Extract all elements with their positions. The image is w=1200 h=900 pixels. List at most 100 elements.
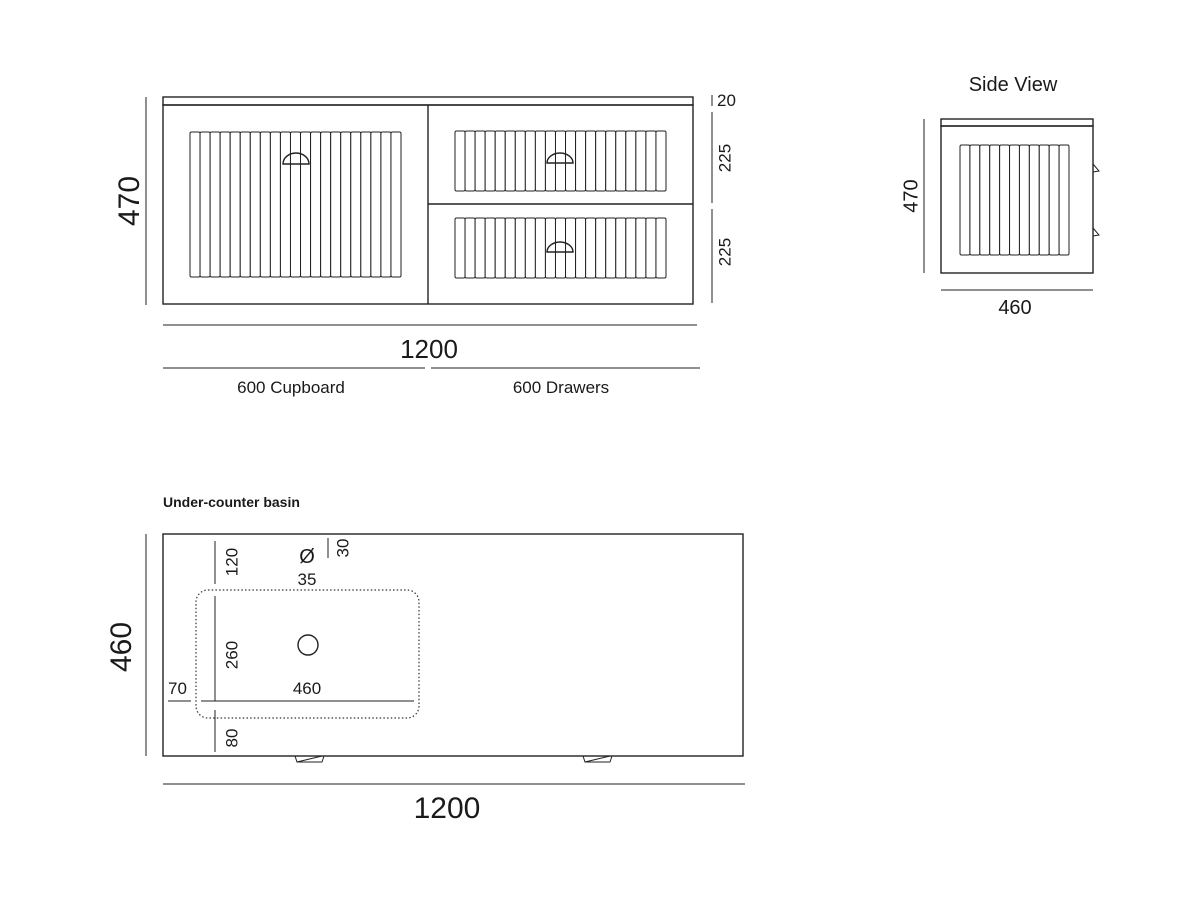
flute-slat — [565, 217, 577, 279]
flute-slat — [635, 130, 647, 192]
side-depth-label: 460 — [998, 297, 1031, 319]
top-thickness-label: 20 — [717, 91, 736, 110]
side-view: Side View 470 460 — [900, 74, 1100, 319]
bowl-width-label: 460 — [293, 679, 321, 698]
flute-slat — [534, 217, 546, 279]
flute-slat — [514, 217, 526, 279]
side-handle-bottom-icon — [1092, 227, 1100, 237]
flute-slat — [565, 130, 577, 192]
side-handle-top-icon — [1092, 163, 1100, 173]
basin-countertop — [162, 533, 744, 757]
flute-slat — [585, 130, 597, 192]
flute-slat — [1009, 144, 1020, 256]
flute-slat — [229, 131, 241, 278]
flute-slat — [360, 131, 372, 278]
flute-slat — [209, 131, 221, 278]
top-drawer-handle-icon — [546, 152, 574, 164]
flute-slat — [484, 217, 496, 279]
flute-slat — [454, 217, 466, 279]
flute-slat — [635, 217, 647, 279]
cupboard-width-label: 600 Cupboard — [237, 378, 345, 397]
flute-slat — [474, 130, 486, 192]
flute-slat — [605, 130, 617, 192]
flute-slat — [999, 144, 1011, 256]
tap-small-label: 30 — [333, 539, 352, 558]
flute-slat — [199, 131, 211, 278]
flute-slat — [494, 130, 506, 192]
flute-slat — [320, 131, 332, 278]
right-bracket-icon — [582, 755, 613, 763]
basin-width-label: 1200 — [414, 792, 481, 825]
flute-slat — [1058, 144, 1070, 256]
flute-slat — [259, 131, 271, 278]
flute-slat — [504, 130, 516, 192]
flute-slat — [330, 131, 342, 278]
side-countertop — [940, 118, 1094, 127]
tap-offset-label: 120 — [222, 548, 241, 576]
flute-slat — [979, 144, 991, 256]
flute-slat — [474, 217, 486, 279]
flute-slat — [370, 131, 382, 278]
basin-view: Under-counter basin 460 120 260 80 Ø 35 … — [105, 494, 745, 825]
front-view: 470 20 225 225 1200 600 Cupboard 600 Dra… — [113, 91, 736, 397]
flute-slat — [615, 130, 627, 192]
flute-slat — [989, 144, 1001, 256]
flute-slat — [605, 217, 617, 279]
front-offset-label: 80 — [222, 729, 241, 748]
flute-slat — [595, 130, 607, 192]
countertop — [162, 96, 694, 106]
drawers-width-label: 600 Drawers — [513, 378, 609, 397]
height-label: 470 — [113, 176, 146, 226]
basin-caption: Under-counter basin — [163, 494, 300, 510]
side-view-title: Side View — [969, 74, 1058, 96]
flute-slat — [1018, 144, 1030, 256]
cupboard-handle-icon — [282, 152, 310, 165]
side-height-label: 470 — [900, 179, 922, 212]
flute-slat — [554, 130, 567, 192]
flute-slat — [655, 217, 667, 279]
flute-slat — [464, 130, 476, 192]
flute-slat — [1038, 144, 1050, 256]
flute-slat — [575, 130, 587, 192]
flute-slat — [544, 217, 556, 279]
flute-slat — [575, 217, 587, 279]
flute-slat — [585, 217, 597, 279]
drawer-bottom-height-label: 225 — [715, 238, 734, 266]
basin-depth-label: 460 — [105, 622, 138, 672]
drain-hole-icon — [297, 634, 319, 656]
flute-slat — [464, 217, 476, 279]
flute-slat — [269, 131, 281, 278]
flute-slat — [534, 130, 546, 192]
flute-slat — [390, 131, 402, 278]
tap-hole-label: 35 — [298, 570, 317, 589]
flute-slat — [524, 217, 536, 279]
flute-slat — [249, 131, 261, 278]
flute-slat — [350, 131, 362, 278]
flute-slat — [219, 131, 231, 278]
flute-slat — [615, 217, 627, 279]
flute-slat — [310, 131, 322, 278]
flute-slat — [454, 130, 466, 192]
flute-slat — [625, 130, 637, 192]
bottom-drawer-fluting — [454, 217, 667, 279]
flute-slat — [595, 217, 607, 279]
flute-slat — [239, 131, 251, 278]
flute-slat — [279, 131, 291, 278]
flute-slat — [959, 144, 971, 256]
bottom-drawer-handle-icon — [546, 241, 574, 253]
flute-slat — [625, 217, 637, 279]
flute-slat — [484, 130, 496, 192]
flute-slat — [524, 130, 536, 192]
flute-slat — [189, 131, 201, 278]
flute-slat — [340, 131, 352, 278]
flute-slat — [655, 130, 667, 192]
drawer-top-height-label: 225 — [715, 144, 734, 172]
side-cabinet-body — [940, 125, 1094, 274]
flute-slat — [514, 130, 526, 192]
flute-slat — [1048, 144, 1060, 256]
flute-slat — [645, 130, 657, 192]
flute-slat — [504, 217, 516, 279]
flute-slat — [554, 217, 567, 279]
top-drawer-fluting — [454, 130, 667, 192]
